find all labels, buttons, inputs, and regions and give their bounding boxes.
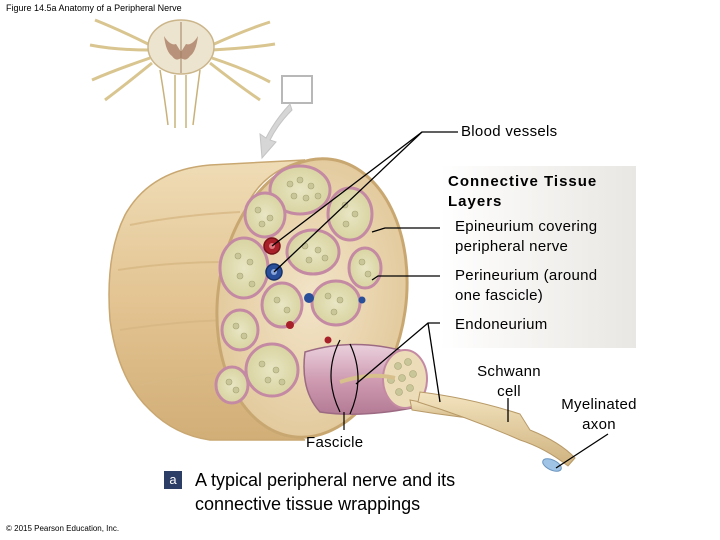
figure-title: Figure 14.5a Anatomy of a Peripheral Ner… (6, 3, 182, 13)
spinal-cord-illustration (89, 18, 276, 128)
figure-caption: A typical peripheral nerve and its conne… (195, 468, 455, 516)
label-perineurium-line1: Perineurium (around (455, 267, 598, 284)
panel-heading: Connective Tissue Layers (448, 172, 597, 212)
label-schwann-line1: Schwann (477, 363, 541, 380)
panel-heading-line2: Layers (448, 193, 503, 210)
label-schwann-line2: cell (497, 383, 521, 400)
label-endoneurium: Endoneurium (455, 316, 548, 333)
label-perineurium-line2: one fascicle) (455, 287, 544, 304)
panel-heading-line1: Connective Tissue (448, 173, 598, 190)
connective-tissue-panel (440, 166, 636, 348)
label-myelinated-line1: Myelinated (561, 396, 637, 413)
label-myelinated-line2: axon (582, 416, 616, 433)
label-fascicle: Fascicle (306, 434, 364, 451)
label-perineurium: Perineurium (around one fascicle) (455, 266, 597, 306)
label-myelinated-axon: Myelinated axon (553, 395, 645, 435)
zoom-arrow (259, 103, 293, 160)
fascicle-tube (303, 343, 428, 415)
label-epineurium-line2: peripheral nerve (455, 238, 569, 255)
label-epineurium: Epineurium covering peripheral nerve (455, 217, 597, 257)
caption-line1: A typical peripheral nerve and its (195, 470, 456, 490)
zoom-box (281, 75, 313, 104)
caption-letter-badge: a (164, 471, 182, 489)
copyright-notice: © 2015 Pearson Education, Inc. (6, 524, 120, 533)
label-schwann-cell: Schwann cell (470, 362, 548, 402)
label-epineurium-line1: Epineurium covering (455, 218, 598, 235)
axon-bundle (409, 391, 576, 472)
label-blood-vessels: Blood vessels (461, 123, 558, 140)
caption-line2: connective tissue wrappings (195, 494, 421, 514)
